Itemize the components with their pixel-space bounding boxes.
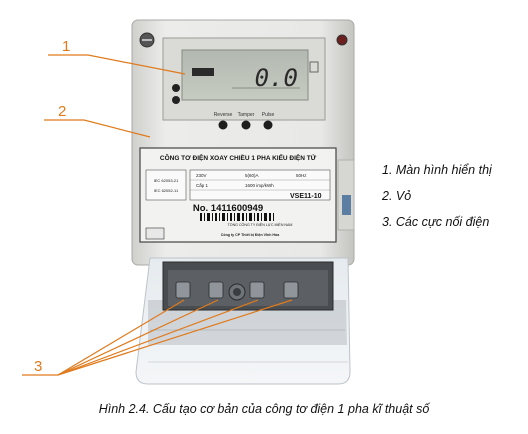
nameplate-spec-left-2: IEC 62052-11 [154, 188, 179, 193]
nameplate-spec-2: 5(60)A [245, 173, 259, 178]
terminal-cover [135, 257, 351, 385]
callout-number-1: 1 [62, 38, 71, 55]
callout-lines [22, 54, 293, 376]
figure-caption: Hình 2.4. Cấu tạo cơ bản của công tơ điệ… [98, 402, 430, 416]
nameplate-serial: No. 1411600949 [193, 203, 263, 214]
nameplate-model: VSE11-10 [290, 193, 322, 200]
legend-item-terminals: 3. Các cực nối điện [382, 215, 490, 229]
display-panel [162, 37, 326, 121]
nameplate-spec-left-1: IEC 62053-21 [154, 178, 179, 183]
nameplate [139, 147, 337, 243]
callout-number-2: 2 [58, 103, 67, 120]
indicator-buttons: Reverse Tamper Pulse [214, 112, 275, 130]
button-label-tamper: Tamper [238, 112, 255, 118]
nameplate-spec-3: 50Hz [296, 173, 307, 178]
button-label-reverse: Reverse [214, 112, 233, 118]
nameplate-spec-4: Cấp 1 [196, 183, 209, 188]
lcd-reading: 0.0 [255, 64, 298, 92]
callout-number-3: 3 [34, 358, 43, 375]
nameplate-title: CÔNG TƠ ĐIỆN XOAY CHIỀU 1 PHA KIỂU ĐIỆN … [160, 152, 317, 162]
button-label-pulse: Pulse [262, 112, 275, 118]
nameplate-spec-5: 1600 imp/kWh [245, 183, 274, 188]
legend-item-housing: 2. Vỏ [382, 189, 412, 203]
nameplate-maker: Công ty CP Thiết bị Điện Vĩnh Hòa [221, 233, 280, 237]
nameplate-spec-1: 230V [196, 173, 207, 178]
legend-item-display: 1. Màn hình hiển thị [382, 163, 492, 177]
nameplate-owner: TỔNG CÔNG TY ĐIỆN LỰC MIỀN NAM [228, 222, 293, 227]
